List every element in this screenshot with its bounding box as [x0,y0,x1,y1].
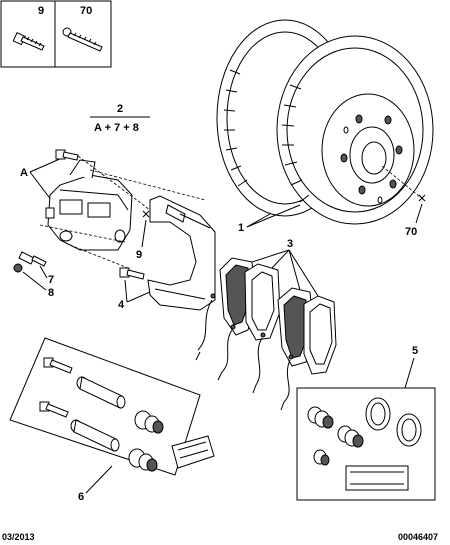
brake-pad [244,263,281,341]
bleed-screw-group: 7 8 [13,251,54,299]
disc-center-bore [349,126,395,184]
callout-4: 4 [118,299,125,311]
guide-bolt [43,357,73,374]
inset-frame [0,0,112,68]
callout-2-group: 2 A + 7 + 8 [90,103,150,134]
guide-pin [76,376,126,409]
wear-sensor-wire [195,299,213,361]
grease-sachet-icon [171,435,215,469]
caliper-assembly: A [20,149,206,269]
guide-boot [128,448,158,472]
callout-3: 3 [287,238,293,250]
bracket-bolt-marker-icon [142,210,150,218]
callout-5: 5 [412,345,418,357]
footer-date: 03/2013 [2,532,35,542]
seal-kit-box: 5 [296,345,436,501]
wear-sensor-wire [280,359,291,411]
inset-label-9: 9 [38,5,44,17]
grease-sachet-icon [345,465,409,491]
screw-axis-line [381,165,426,202]
seal-bushing [337,425,364,448]
guide-boot [134,410,164,434]
bleed-cap-icon [18,251,35,265]
stud-hole [355,114,363,124]
inset-label-70: 70 [80,5,92,17]
bleed-screw-icon [31,255,47,267]
caliper-bracket: 9 4 [118,195,216,311]
callout-A: A [20,167,28,179]
callout-2: 2 [117,103,123,115]
guide-bolt [39,401,69,418]
callout-1: 1 [238,222,244,234]
bracket-body [147,195,216,311]
footer-ref: 00046407 [398,532,438,542]
kit-6-frame [9,337,201,476]
screw-inset-box: 9 70 [0,0,112,68]
wear-sensor-wire [217,329,233,381]
seal-bushing [307,406,334,429]
callout-8: 8 [48,287,54,299]
seal-plug [313,449,330,466]
stud-hole [340,153,348,163]
screw-70-marker-icon [418,194,426,202]
bolt-9-icon [12,32,45,51]
stud-hole [358,185,366,195]
piston-seal-ring [365,397,391,431]
guide-pin [70,419,120,452]
dust-boot-ring [396,413,422,447]
screw-70-icon [62,27,103,52]
callout-7: 7 [48,274,54,286]
stud-hole [389,179,397,189]
callout-70: 70 [405,226,417,238]
callout-6: 6 [78,491,84,503]
kit-5-frame [296,387,436,501]
bracket-bolt-lower [119,267,145,280]
brake-pads: 3 [195,238,337,411]
wear-sensor-wire [252,337,263,394]
stud-hole [384,115,392,125]
stud-hole [395,145,403,155]
brake-disc-assembly: 70 1 [216,19,434,238]
caliper-bolt-upper [55,149,79,161]
callout-2-formula: A + 7 + 8 [94,122,139,134]
guide-pin-kit-box: 6 [9,337,215,503]
callout-9: 9 [136,249,142,261]
